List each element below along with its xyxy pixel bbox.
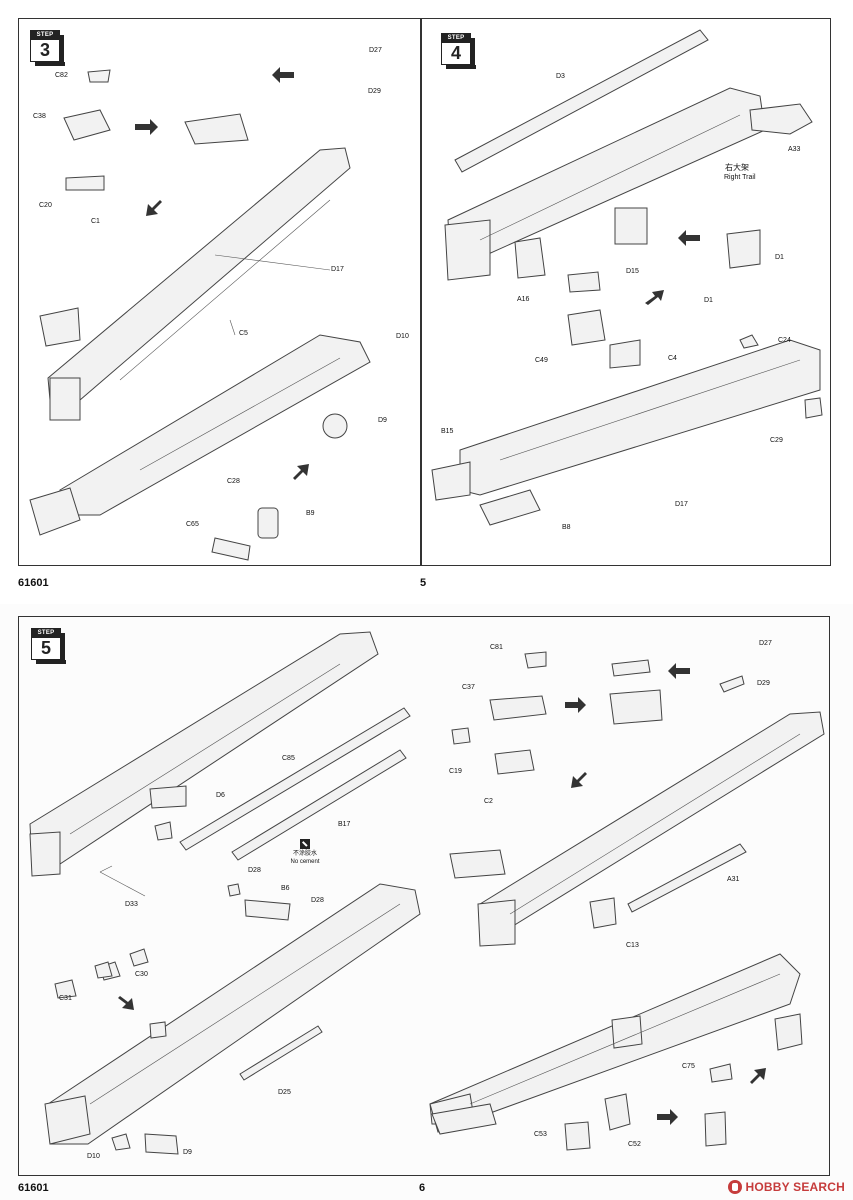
part-label: D9: [378, 417, 387, 424]
no-cement-en: No cement: [290, 859, 320, 865]
part-label: C28: [227, 478, 240, 485]
page-number: 5: [420, 577, 427, 589]
part-label: A31: [727, 876, 740, 883]
part-label: C5: [239, 330, 248, 337]
part-label: C4: [668, 355, 677, 362]
part-label: C53: [534, 1131, 547, 1138]
part-label: C37: [462, 684, 475, 691]
step-number: 4: [450, 43, 461, 63]
part-label: B17: [338, 821, 351, 828]
part-label: D17: [331, 266, 344, 273]
kit-code: 61601: [18, 1182, 49, 1194]
step4-frame: [421, 18, 831, 566]
instruction-page-5: STEP 3 STEP 4: [18, 18, 831, 589]
part-label: C19: [449, 768, 462, 775]
part-label: C20: [39, 202, 52, 209]
part-label: D10: [396, 333, 409, 340]
part-label: D6: [216, 792, 225, 799]
step4-badge: STEP 4: [441, 33, 476, 69]
no-cement-cn: 不涂胶水: [292, 851, 317, 857]
part-label: C2: [484, 798, 493, 805]
part-label: D10: [87, 1153, 100, 1160]
step-number: 5: [40, 638, 51, 658]
part-label: C81: [490, 644, 503, 651]
part-label: C29: [770, 437, 783, 444]
part-label: A16: [517, 296, 530, 303]
watermark-text: HOBBY SEARCH: [745, 1180, 845, 1194]
part-label: C24: [778, 337, 791, 344]
step-word: STEP: [31, 31, 59, 40]
part-label: C1: [91, 218, 100, 225]
no-cement-marker: 不涂胶水 No cement: [282, 839, 328, 866]
part-label: C31: [59, 995, 72, 1002]
part-label: C65: [186, 521, 199, 528]
step5-badge: STEP 5: [31, 628, 66, 664]
part-label: C85: [282, 755, 295, 762]
part-label: D1: [775, 254, 784, 261]
kit-code: 61601: [18, 577, 49, 589]
hobby-search-logo-icon: [728, 1180, 743, 1194]
part-label: A33: [788, 146, 801, 153]
part-label: B15: [441, 428, 454, 435]
part-label: D28: [248, 867, 261, 874]
instruction-page-6: STEP 5: [0, 604, 853, 1200]
part-label: D9: [183, 1149, 192, 1156]
part-label: D1: [704, 297, 713, 304]
watermark: HOBBY SEARCH: [728, 1180, 845, 1194]
step-number: 3: [39, 40, 50, 60]
part-label: D3: [556, 73, 565, 80]
part-label: B9: [306, 510, 315, 517]
part-label: D17: [675, 501, 688, 508]
part-label: D27: [759, 640, 772, 647]
step3-step4-line-art: [29, 29, 823, 561]
part-label: B8: [562, 524, 571, 531]
part-label: C82: [55, 72, 68, 79]
part-label: D33: [125, 901, 138, 908]
part-label: B6: [281, 885, 290, 892]
step3-frame: [18, 18, 421, 566]
part-label: D15: [626, 268, 639, 275]
step3-badge: STEP 3: [30, 30, 65, 66]
step-word: STEP: [32, 629, 60, 638]
part-label: D25: [278, 1089, 291, 1096]
part-label: C49: [535, 357, 548, 364]
step-word: STEP: [442, 34, 470, 43]
step5-line-art: [29, 631, 825, 1155]
callout-en: Right Trail: [724, 174, 756, 181]
callout-cn: 右大架: [725, 163, 749, 172]
part-label: C13: [626, 942, 639, 949]
part-label: C38: [33, 113, 46, 120]
part-label: C52: [628, 1141, 641, 1148]
part-label: D29: [757, 680, 770, 687]
part-label: D29: [368, 88, 381, 95]
part-label: C75: [682, 1063, 695, 1070]
part-label: C30: [135, 971, 148, 978]
page-number: 6: [419, 1182, 426, 1194]
part-label: D27: [369, 47, 382, 54]
part-label: D28: [311, 897, 324, 904]
step5-frame: [18, 616, 830, 1176]
no-glue-icon: [300, 839, 310, 849]
